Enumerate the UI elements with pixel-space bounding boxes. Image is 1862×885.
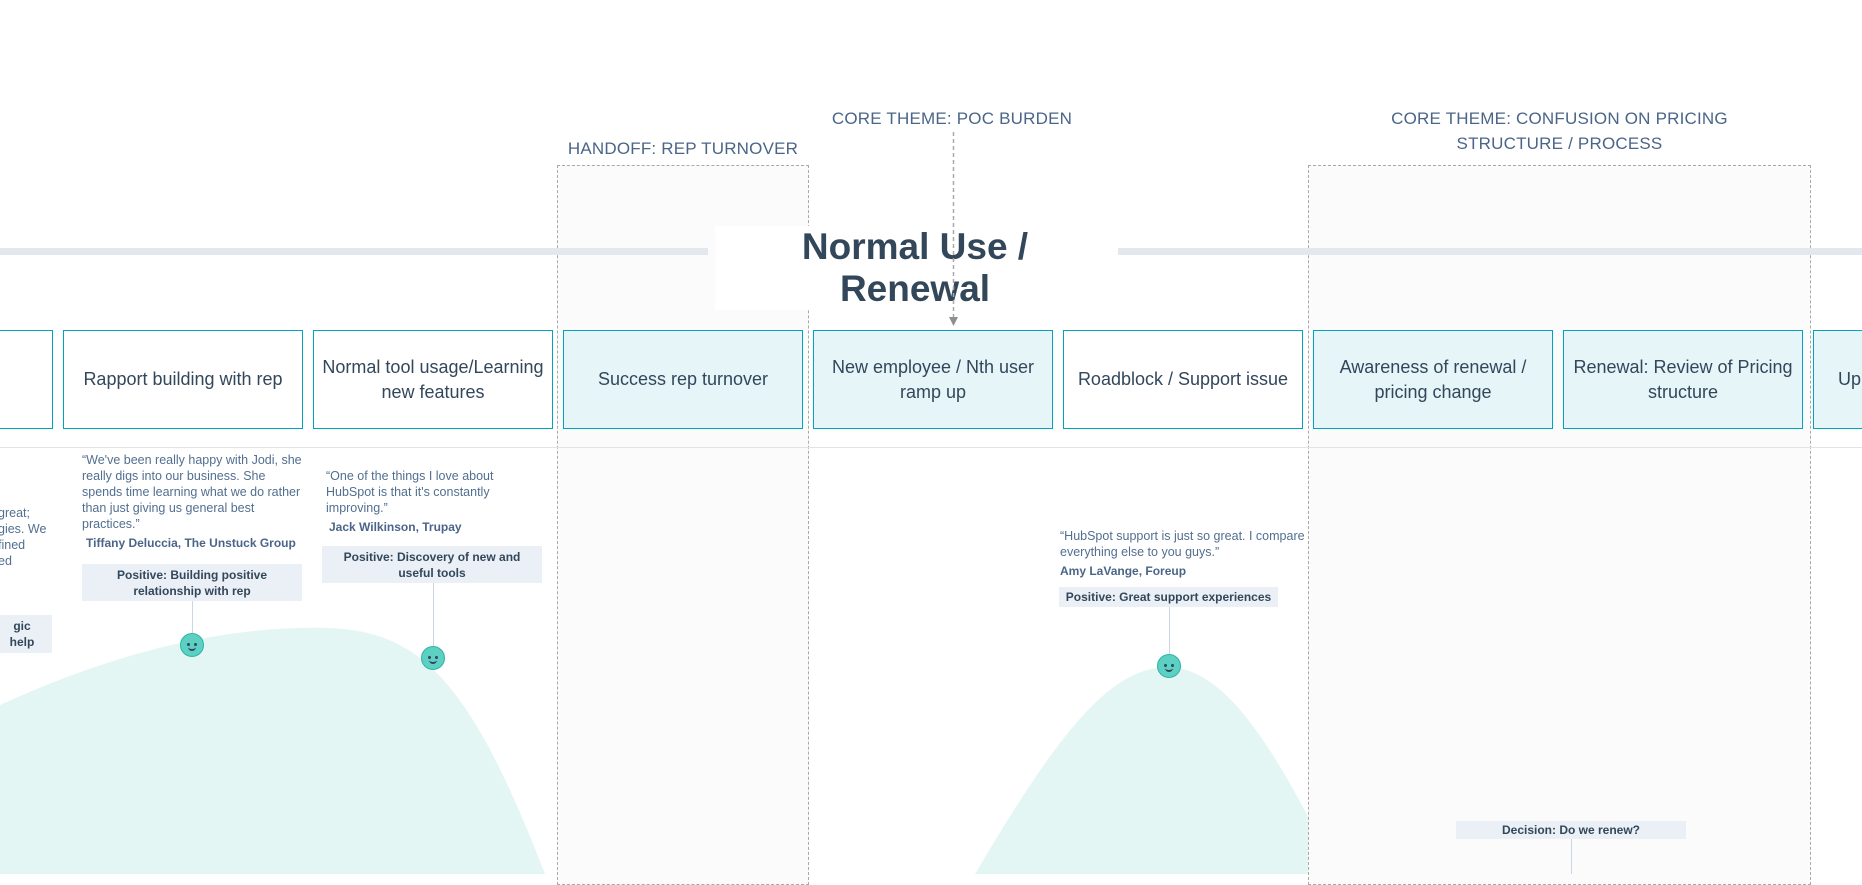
- card-success-rep-turnover: Success rep turnover: [563, 330, 803, 429]
- happy-face-icon: [180, 633, 204, 657]
- quote-support: “HubSpot support is just so great. I com…: [1060, 529, 1305, 559]
- quote-tool-usage: “One of the things I love about HubSpot …: [326, 469, 494, 515]
- card-normal-tool-usage: Normal tool usage/Learning new features: [313, 330, 553, 429]
- quote-rapport: “We've been really happy with Jodi, she …: [82, 453, 302, 531]
- zone-pricing-label-line1: CORE THEME: CONFUSION ON PRICING: [1391, 109, 1728, 128]
- decision-stem: [1571, 839, 1572, 874]
- partial-tag: gic help: [0, 615, 52, 653]
- emotion-curve-area-left: [0, 627, 545, 874]
- stage-title: Normal Use / Renewal: [715, 226, 1115, 310]
- zone-pricing-label: CORE THEME: CONFUSION ON PRICING STRUCTU…: [1308, 106, 1811, 156]
- happy-face-icon: [421, 646, 445, 670]
- poc-arrow-head: [949, 317, 958, 326]
- author-support: Amy LaVange, Foreup: [1060, 564, 1187, 578]
- zone-handoff-label: HANDOFF: REP TURNOVER: [567, 139, 799, 158]
- card-partial-left: [0, 330, 53, 429]
- tag-rapport: Positive: Building positive relationship…: [82, 564, 302, 601]
- emotion-curve-area-right: [975, 667, 1338, 874]
- card-roadblock-support-issue: Roadblock / Support issue: [1063, 330, 1303, 429]
- author-tool-usage: Jack Wilkinson, Trupay: [329, 520, 462, 534]
- stem-support: [1169, 607, 1170, 655]
- card-awareness-of-renewal: Awareness of renewal / pricing change: [1313, 330, 1553, 429]
- card-renewal-review-pricing: Renewal: Review of Pricing structure: [1563, 330, 1803, 429]
- card-partial-right: Up: [1813, 330, 1862, 429]
- zone-pricing-label-line2: STRUCTURE / PROCESS: [1456, 134, 1663, 153]
- happy-face-icon: [1157, 654, 1181, 678]
- decision-tag: Decision: Do we renew?: [1456, 821, 1686, 839]
- cards-divider: [0, 447, 1862, 448]
- zone-poc-label: CORE THEME: POC BURDEN: [831, 109, 1073, 128]
- tag-support: Positive: Great support experiences: [1059, 587, 1278, 607]
- partial-quote: great; gies. We fined ed: [0, 506, 47, 568]
- stage-rule-right: [1118, 248, 1862, 255]
- zone-pricing: [1308, 165, 1811, 885]
- stem-tool-usage: [433, 583, 434, 647]
- card-rapport-building: Rapport building with rep: [63, 330, 303, 429]
- tag-tool-usage: Positive: Discovery of new and useful to…: [322, 546, 542, 583]
- card-new-employee-ramp-up: New employee / Nth user ramp up: [813, 330, 1053, 429]
- stage-rule-left: [0, 248, 708, 255]
- author-rapport: Tiffany Deluccia, The Unstuck Group: [86, 536, 296, 550]
- stem-rapport: [192, 601, 193, 635]
- poc-arrow: [949, 132, 958, 326]
- card-partial-right-label: Up: [1838, 369, 1862, 389]
